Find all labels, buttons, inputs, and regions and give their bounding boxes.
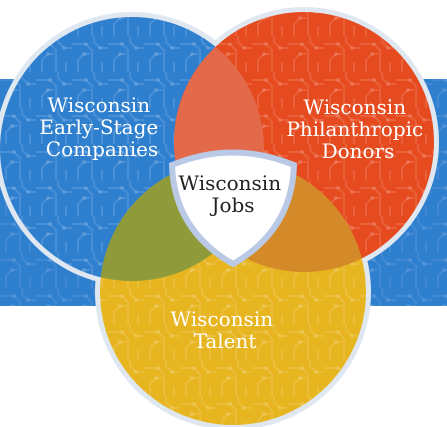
label-philanthropic: Wisconsin Philanthropic Donors (286, 95, 429, 163)
label-early-stage: Wisconsin Early-Stage Companies (39, 93, 164, 161)
overlap-philanthropic-talent (174, 159, 366, 272)
label-center: Wisconsin Jobs (179, 171, 288, 217)
overlap-early-stage-talent (100, 159, 264, 281)
center-badge (168, 149, 298, 268)
label-talent: Wisconsin Talent (171, 307, 280, 353)
